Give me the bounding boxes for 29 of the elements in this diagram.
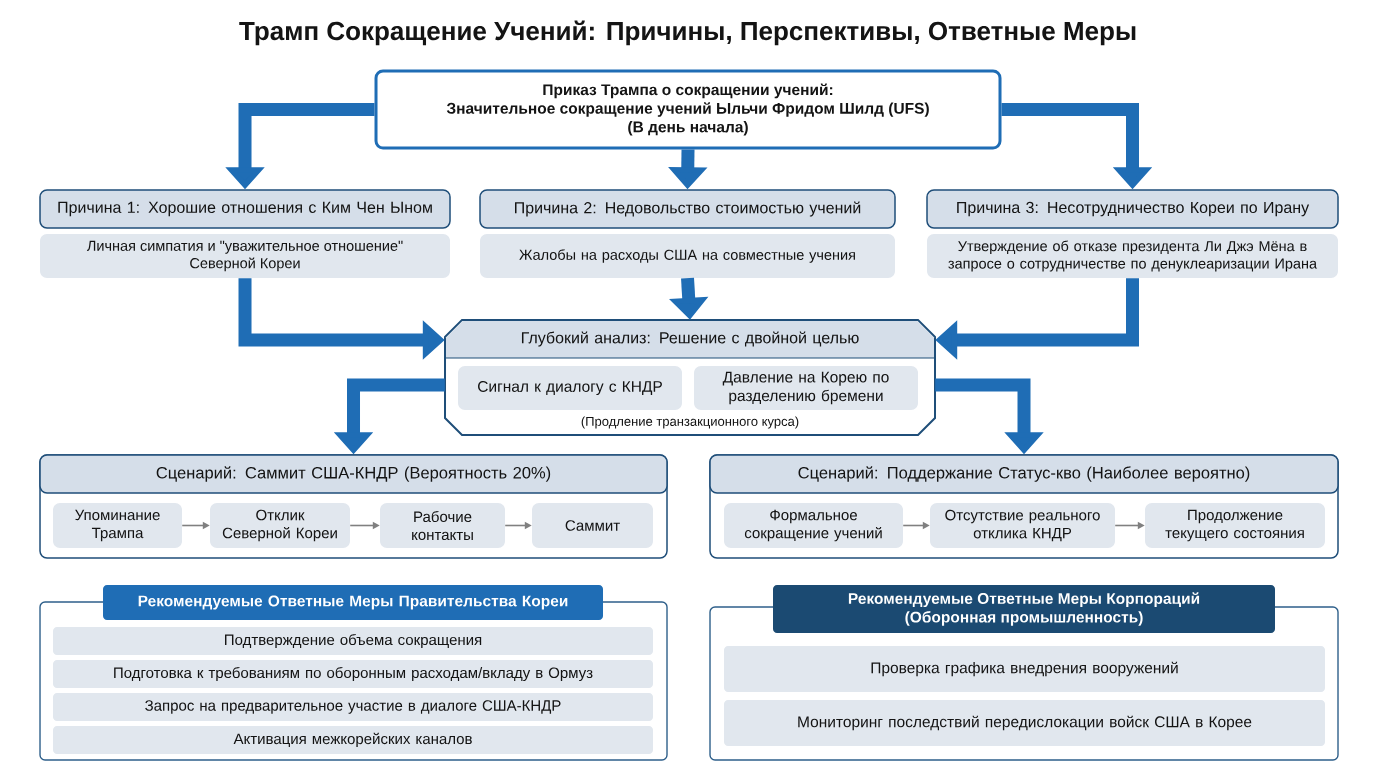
cause-box: Причина 2: Недовольство стоимостью учений: [479, 189, 896, 229]
cause-box: Причина 1: Хорошие отношения с Ким Чен Ыном: [39, 189, 451, 229]
step-box: Саммит: [532, 503, 653, 548]
step-box: Продолжение текущего состояния: [1145, 503, 1325, 548]
panel-heading: Сценарий: Саммит США-КНДР (Вероятность 20%): [39, 454, 668, 494]
step-box: Формальное сокращение учений: [724, 503, 903, 548]
measure-bar: Активация межкорейских каналов: [53, 726, 653, 754]
step-box: Отсутствие реального отклика КНДР: [930, 503, 1115, 548]
goal-box: Сигнал к диалогу с КНДР: [458, 366, 682, 410]
measure-bar: Мониторинг последствий передислокации войск США в Корее: [724, 700, 1325, 746]
step-box: Упоминание Трампа: [53, 503, 182, 548]
measure-bar: Подтверждение объема сокращения: [53, 627, 653, 655]
panel-heading: Глубокий анализ: Решение с двойной целью: [444, 321, 936, 359]
step-box: Отклик Северной Кореи: [210, 503, 350, 548]
measure-bar: Запрос на предварительное участие в диалоге США-КНДР: [53, 693, 653, 721]
note-text: (Продление транзакционного курса): [581, 416, 799, 429]
goal-box: Давление на Корею по разделению бремени: [694, 366, 918, 410]
measure-bar: Подготовка к требованиям по оборонным расходам/вкладу в Ормуз: [53, 660, 653, 688]
description-box: Утверждение об отказе президента Ли Джэ Мёна в запросе о сотрудничестве по денуклеаризации Ирана: [927, 234, 1338, 278]
heading-tab: Рекомендуемые Ответные Меры Корпораций (Оборонная промышленность): [773, 585, 1275, 633]
step-box: Рабочие контакты: [380, 503, 505, 548]
panel-heading: Сценарий: Поддержание Статус-кво (Наиболее вероятно): [709, 454, 1339, 494]
description-box: Личная симпатия и "уважительное отношение" Северной Кореи: [40, 234, 450, 278]
order-box: Приказ Трампа о сокращении учений: Значительное сокращение учений Ыльчи Фридом Шилд (UFS) (В день начала): [374, 69, 1002, 150]
measure-bar: Проверка графика внедрения вооружений: [724, 646, 1325, 692]
heading-tab: Рекомендуемые Ответные Меры Правительства Кореи: [103, 585, 603, 620]
description-box: Жалобы на расходы США на совместные учения: [480, 234, 895, 278]
title: Трамп Сокращение Учений: Причины, Перспективы, Ответные Меры: [239, 20, 1136, 46]
cause-box: Причина 3: Несотрудничество Кореи по Ирану: [926, 189, 1339, 229]
